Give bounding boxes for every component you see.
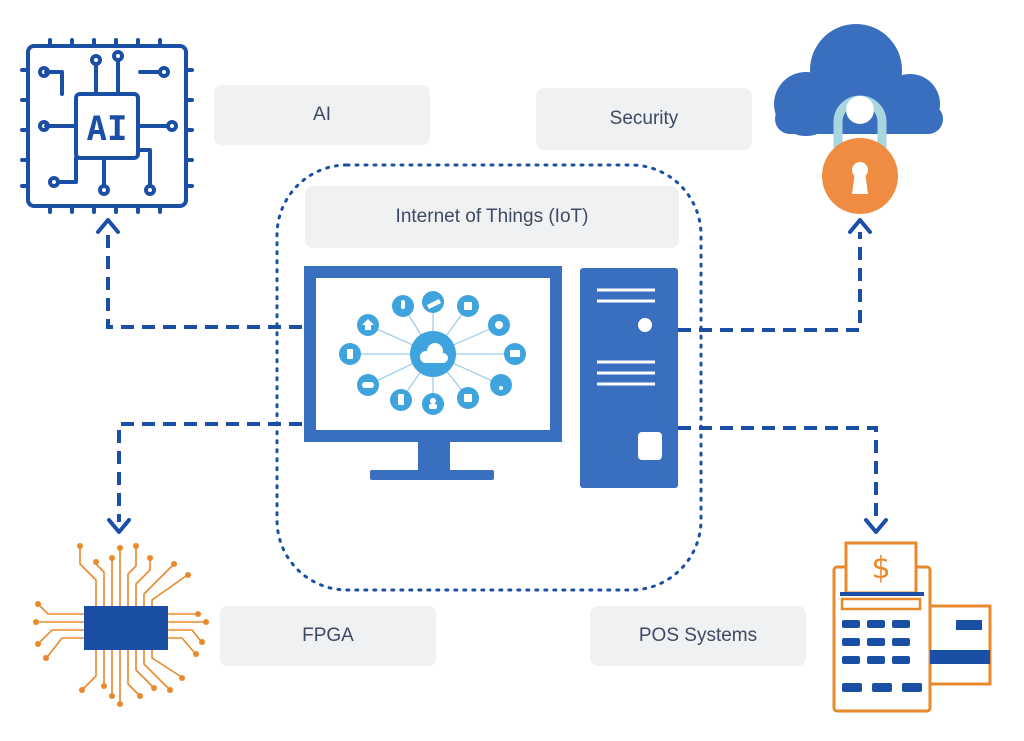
label-ai: AI bbox=[214, 85, 430, 145]
label-fpga: FPGA bbox=[220, 606, 436, 666]
arrow-up-security bbox=[848, 218, 872, 234]
server-tower-icon bbox=[580, 268, 678, 488]
label-security: Security bbox=[536, 88, 752, 150]
connector-ai bbox=[106, 232, 302, 329]
connector-security bbox=[678, 232, 862, 332]
arrow-down-pos bbox=[864, 518, 888, 534]
dollar-sign: $ bbox=[871, 551, 890, 586]
fpga-chip-icon bbox=[33, 543, 209, 707]
arrow-down-fpga bbox=[107, 518, 131, 534]
arrowheads bbox=[96, 218, 888, 534]
ai-chip-icon bbox=[20, 38, 194, 214]
connector-pos bbox=[678, 426, 878, 522]
connectors bbox=[106, 232, 878, 522]
iot-boundary bbox=[275, 163, 703, 592]
ai-chip-text: AI bbox=[87, 109, 128, 149]
label-pos: POS Systems bbox=[590, 606, 806, 666]
arrow-up-ai bbox=[96, 218, 120, 234]
label-iot: Internet of Things (IoT) bbox=[305, 186, 679, 248]
pos-terminal-icon bbox=[832, 541, 992, 713]
cloud-lock-icon bbox=[774, 24, 943, 214]
monitor-icon bbox=[304, 266, 562, 480]
connector-fpga bbox=[117, 422, 302, 522]
